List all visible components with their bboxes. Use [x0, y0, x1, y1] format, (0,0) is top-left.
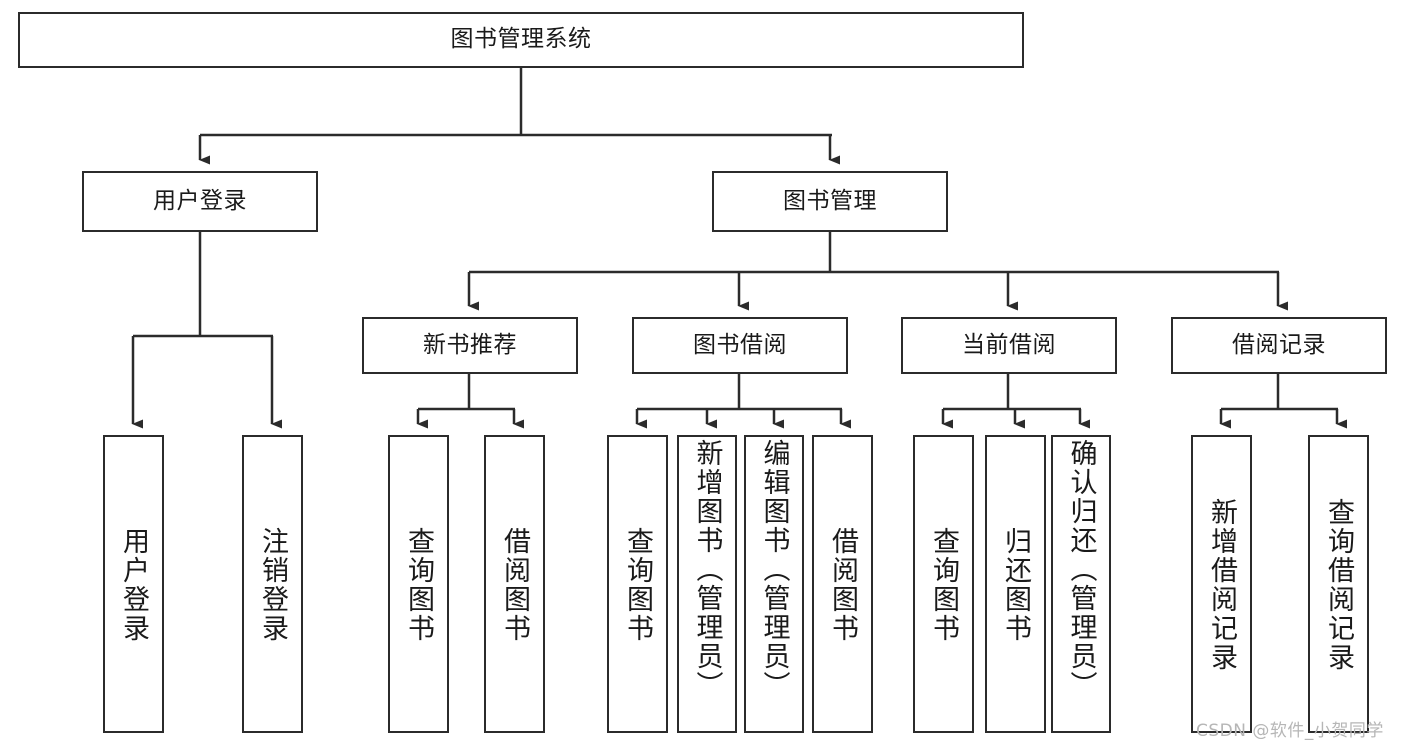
- csdn-watermark-text: CSDN @软件_小贺同学: [1196, 721, 1384, 741]
- node-user-login[interactable]: 用户登录: [82, 171, 318, 232]
- node-leaf-confirm-return[interactable]: 确认归还（管理员）: [1051, 435, 1111, 733]
- node-root-label: 图书管理系统: [450, 26, 592, 53]
- node-borrow-record[interactable]: 借阅记录: [1171, 317, 1387, 374]
- node-leaf-query-book-1-label: 查询图书: [403, 527, 434, 643]
- node-leaf-return-book-label: 归还图书: [1000, 527, 1031, 643]
- node-leaf-query-book-3[interactable]: 查询图书: [913, 435, 974, 733]
- node-leaf-user-login[interactable]: 用户登录: [103, 435, 164, 733]
- node-leaf-user-logout-label: 注销登录: [257, 527, 288, 643]
- node-leaf-query-book-2[interactable]: 查询图书: [607, 435, 668, 733]
- node-leaf-return-book[interactable]: 归还图书: [985, 435, 1046, 733]
- node-user-login-label: 用户登录: [153, 187, 247, 214]
- node-leaf-add-book-label: 新增图书（管理员）: [691, 439, 723, 700]
- node-root[interactable]: 图书管理系统: [18, 12, 1024, 68]
- node-leaf-borrow-book-1-label: 借阅图书: [499, 527, 530, 643]
- node-leaf-edit-book[interactable]: 编辑图书（管理员）: [744, 435, 804, 733]
- node-new-book-recommend-label: 新书推荐: [423, 331, 517, 358]
- node-leaf-query-book-2-label: 查询图书: [622, 527, 653, 643]
- node-leaf-edit-book-label: 编辑图书（管理员）: [758, 439, 790, 700]
- node-book-management[interactable]: 图书管理: [712, 171, 948, 232]
- node-new-book-recommend[interactable]: 新书推荐: [362, 317, 578, 374]
- node-current-borrow-label: 当前借阅: [962, 331, 1056, 358]
- node-leaf-query-record-label: 查询借阅记录: [1323, 498, 1354, 672]
- node-leaf-query-book-3-label: 查询图书: [928, 527, 959, 643]
- node-leaf-add-record[interactable]: 新增借阅记录: [1191, 435, 1252, 733]
- node-leaf-query-book-1[interactable]: 查询图书: [388, 435, 449, 733]
- node-book-borrow-label: 图书借阅: [693, 331, 787, 358]
- node-leaf-add-book[interactable]: 新增图书（管理员）: [677, 435, 737, 733]
- node-book-management-label: 图书管理: [783, 187, 877, 214]
- node-leaf-borrow-book-2-label: 借阅图书: [827, 527, 858, 643]
- node-leaf-confirm-return-label: 确认归还（管理员）: [1065, 439, 1097, 700]
- node-current-borrow[interactable]: 当前借阅: [901, 317, 1117, 374]
- node-leaf-borrow-book-2[interactable]: 借阅图书: [812, 435, 873, 733]
- node-leaf-borrow-book-1[interactable]: 借阅图书: [484, 435, 545, 733]
- node-leaf-user-login-label: 用户登录: [118, 527, 149, 643]
- node-leaf-query-record[interactable]: 查询借阅记录: [1308, 435, 1369, 733]
- node-book-borrow[interactable]: 图书借阅: [632, 317, 848, 374]
- csdn-watermark: CSDN @软件_小贺同学: [1196, 716, 1384, 741]
- node-leaf-add-record-label: 新增借阅记录: [1206, 498, 1237, 672]
- node-borrow-record-label: 借阅记录: [1232, 331, 1326, 358]
- node-leaf-user-logout[interactable]: 注销登录: [242, 435, 303, 733]
